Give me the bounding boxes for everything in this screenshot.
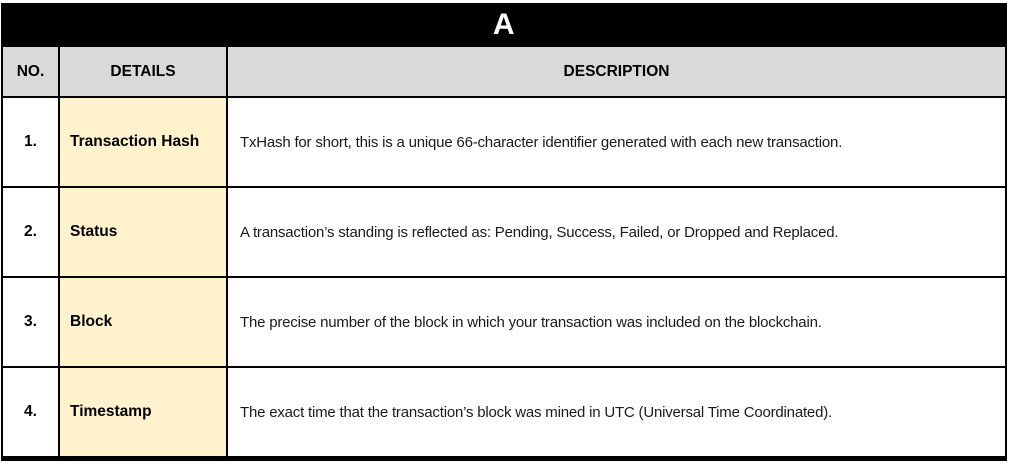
table-row: 2. Status A transaction’s standing is re… bbox=[3, 186, 1005, 276]
row-details-cell: Timestamp bbox=[60, 368, 228, 456]
row-number-cell: 3. bbox=[3, 278, 60, 366]
table-title: A bbox=[492, 8, 516, 41]
row-details-cell: Transaction Hash bbox=[60, 98, 228, 186]
header-no: NO. bbox=[3, 47, 60, 96]
row-details-cell: Status bbox=[60, 188, 228, 276]
table-row: 1. Transaction Hash TxHash for short, th… bbox=[3, 96, 1005, 186]
row-number-cell: 1. bbox=[3, 98, 60, 186]
table-row: 4. Timestamp The exact time that the tra… bbox=[3, 366, 1005, 456]
row-description-cell: The exact time that the transaction’s bl… bbox=[240, 403, 832, 421]
table-header-row: NO. DETAILS DESCRIPTION bbox=[3, 47, 1005, 96]
row-description-cell: TxHash for short, this is a unique 66-ch… bbox=[240, 133, 843, 151]
header-details: DETAILS bbox=[60, 47, 228, 96]
row-number-cell: 4. bbox=[3, 368, 60, 456]
glossary-table: A NO. DETAILS DESCRIPTION 1. Transaction… bbox=[1, 3, 1007, 461]
row-description-cell: The precise number of the block in which… bbox=[240, 313, 822, 331]
table-row: 3. Block The precise number of the block… bbox=[3, 276, 1005, 366]
table-title-banner: A bbox=[3, 3, 1005, 47]
row-details-cell: Block bbox=[60, 278, 228, 366]
header-description: DESCRIPTION bbox=[563, 62, 670, 80]
row-number-cell: 2. bbox=[3, 188, 60, 276]
row-description-cell: A transaction’s standing is reflected as… bbox=[240, 223, 839, 241]
